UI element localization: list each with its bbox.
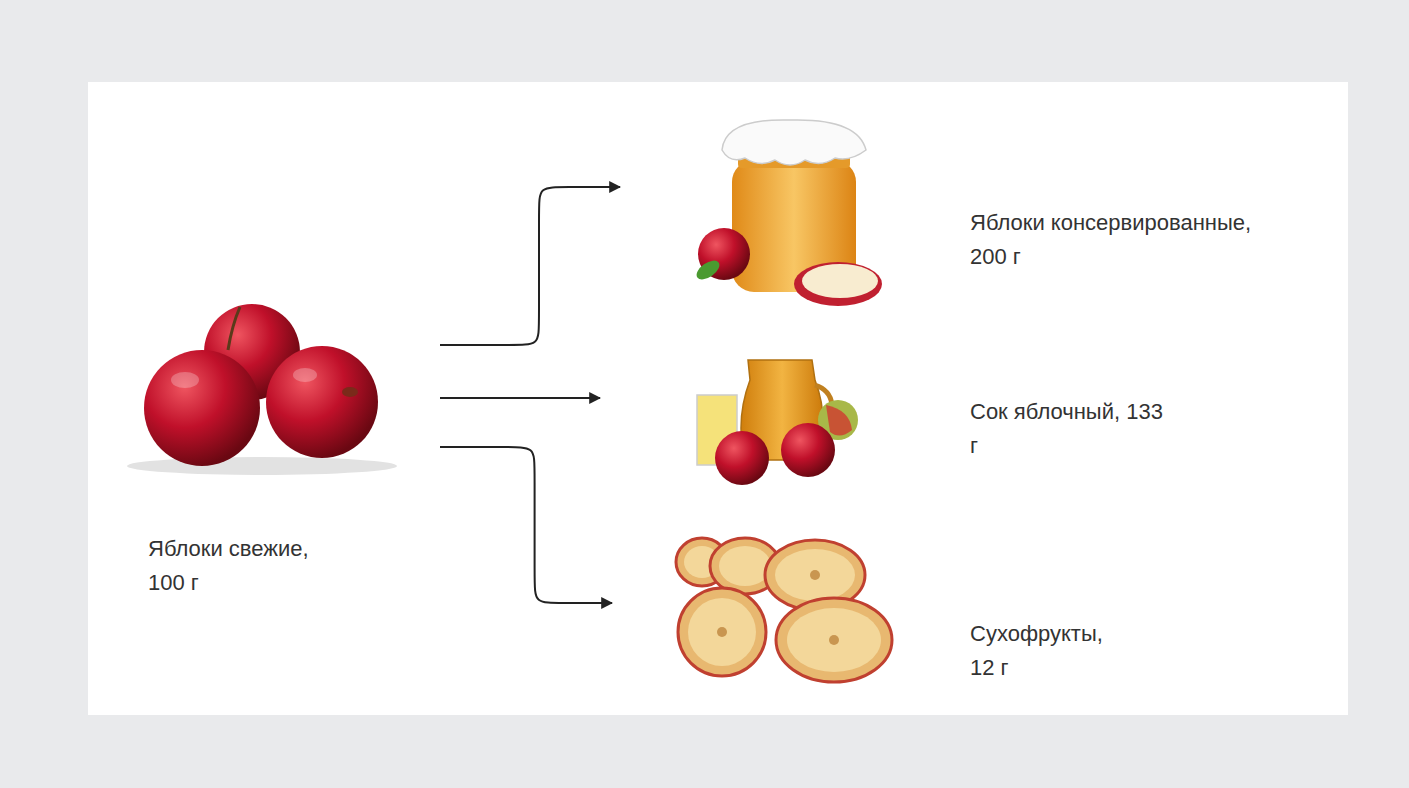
fresh-apples-picture	[127, 304, 397, 475]
jar-picture	[693, 120, 882, 306]
dried-fruit-picture	[676, 538, 892, 682]
node-caption: Яблоки свежие, 100 г	[148, 532, 348, 600]
node-caption: Яблоки консервированные, 200 г	[970, 206, 1290, 274]
product-node: Яблоки консервированные, 200 г	[620, 110, 1320, 325]
product-node: Сухофрукты, 12 г	[612, 525, 1320, 700]
flow-arrow	[440, 187, 620, 345]
product-node: Яблоки свежие, 100 г	[125, 300, 438, 606]
flow-arrow	[440, 397, 600, 399]
node-caption: Сухофрукты, 12 г	[970, 617, 1130, 685]
product-node: Сок яблочный, 133 г	[600, 340, 1320, 500]
juice-picture	[697, 360, 858, 485]
node-caption: Сок яблочный, 133 г	[970, 395, 1165, 463]
flow-arrow	[440, 447, 612, 603]
